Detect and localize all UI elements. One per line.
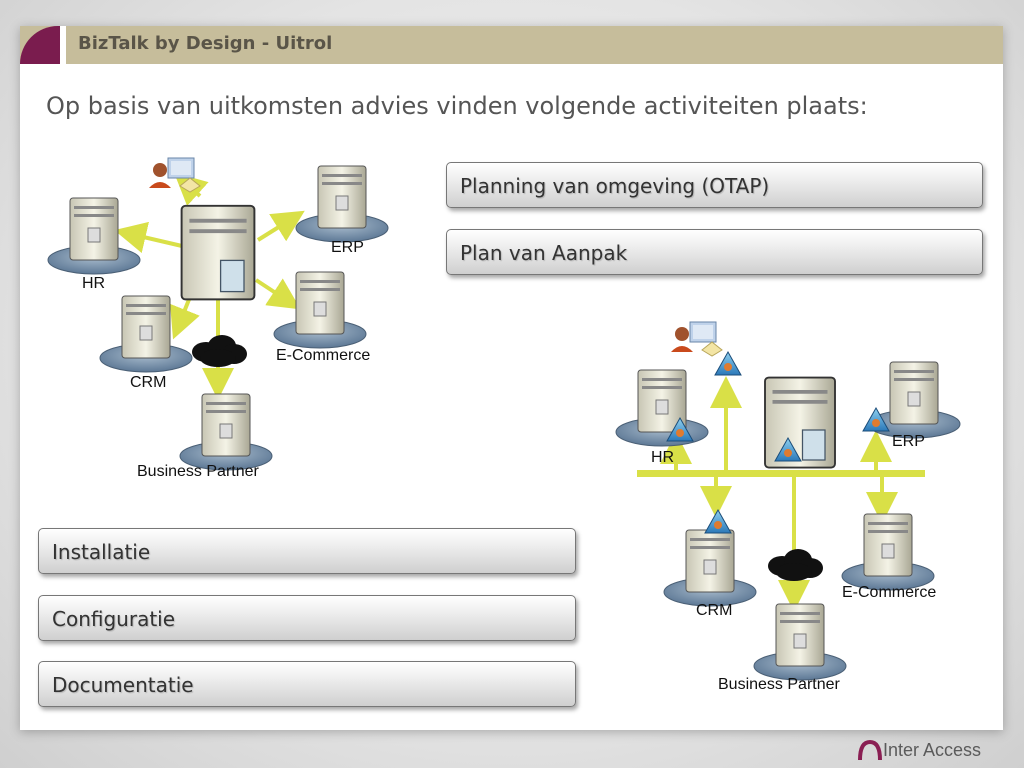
ecommerce-server-icon	[841, 513, 935, 591]
node-label-hr: HR	[82, 275, 105, 292]
activity-planning: Planning van omgeving (OTAP)	[446, 162, 983, 208]
activity-plan-van-aanpak: Plan van Aanpak	[446, 229, 983, 275]
internet-cloud-icon	[192, 335, 247, 367]
node-label-crm: CRM	[130, 374, 166, 391]
erp-server-icon	[295, 165, 389, 243]
ecommerce-server-icon	[273, 271, 367, 349]
activity-documentatie: Documentatie	[38, 661, 576, 707]
user-workstation-icon	[670, 321, 723, 357]
user-workstation-icon	[148, 157, 201, 193]
slide-heading: Op basis van uitkomsten advies vinden vo…	[46, 92, 868, 120]
activity-configuratie: Configuratie	[38, 595, 576, 641]
node-label-partner: Business Partner	[718, 676, 841, 693]
internet-cloud-icon	[768, 549, 823, 581]
bus-server-icon	[764, 376, 836, 469]
node-label-erp: ERP	[892, 433, 925, 450]
node-label-erp: ERP	[331, 239, 364, 256]
node-label-partner: Business Partner	[137, 463, 260, 480]
adapter-icon	[704, 509, 732, 534]
crm-server-icon	[663, 529, 757, 607]
hr-server-icon	[47, 197, 141, 275]
slide-title: BizTalk by Design - Uitrol	[78, 33, 333, 54]
node-label-ecommerce: E-Commerce	[276, 347, 370, 364]
partner-server-icon	[179, 393, 273, 471]
hub-diagram: ERP HR E-Commerce CRM Business Partner	[47, 157, 389, 480]
node-label-hr: HR	[651, 449, 674, 466]
title-bar: BizTalk by Design - Uitrol	[20, 26, 1003, 64]
bus-diagram: ERP HR E-Commerce CRM Business Partner	[615, 321, 961, 693]
partner-server-icon	[753, 603, 847, 681]
adapter-icon	[714, 351, 742, 376]
node-label-crm: CRM	[696, 602, 732, 619]
hr-server-icon	[615, 369, 709, 447]
inter-access-logo-icon	[858, 739, 882, 761]
footer-brand: Inter Access	[883, 740, 982, 760]
node-label-ecommerce: E-Commerce	[842, 584, 936, 601]
hub-server-icon	[180, 204, 256, 301]
activity-installatie: Installatie	[38, 528, 576, 574]
crm-server-icon	[99, 295, 193, 373]
